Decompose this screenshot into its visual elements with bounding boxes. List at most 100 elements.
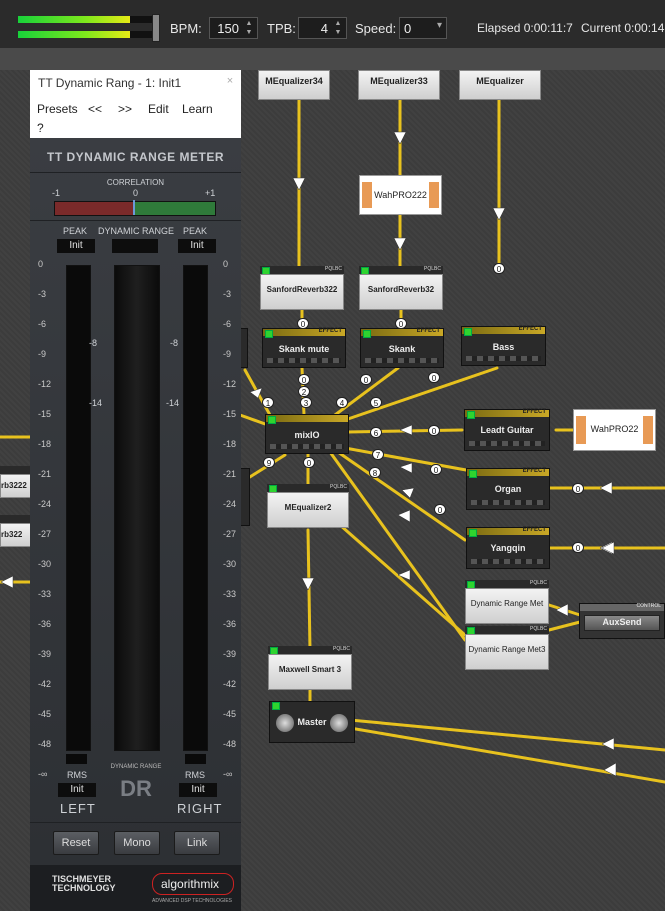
node-tag: EFFECT	[522, 409, 546, 415]
chevron-down-icon: ▾	[436, 20, 442, 31]
node-sanfordreverb322[interactable]: PQLBC SanfordReverb322	[260, 266, 344, 310]
scale-tick-right: -9	[223, 349, 232, 359]
menu-edit[interactable]: Edit	[148, 102, 169, 116]
spinner-arrows-icon[interactable]: ▲▼	[334, 20, 342, 36]
node-partial-reverb-2[interactable]: rb322	[0, 515, 32, 547]
power-led-icon[interactable]	[272, 702, 280, 710]
level-meter-right	[18, 31, 130, 38]
scale-tick-left: -18	[38, 439, 52, 449]
node-wahpro222[interactable]: WahPRO222	[359, 175, 442, 215]
node-partial-left[interactable]	[240, 328, 248, 368]
node-ports	[270, 444, 344, 449]
divider	[30, 220, 241, 221]
divider	[30, 172, 241, 173]
pin: 6	[370, 427, 382, 438]
node-label: rb322	[1, 530, 23, 539]
scale-tick-left: -6	[38, 319, 47, 329]
node-label: WahPRO222	[374, 190, 427, 200]
close-icon[interactable]: ×	[226, 75, 234, 87]
pin: 0	[428, 372, 440, 383]
node-label: Dynamic Range Met	[470, 599, 544, 608]
scale-tick-left: -12	[38, 379, 52, 389]
node-skank-mute[interactable]: EFFECT Skank mute	[262, 328, 346, 368]
plugin-title: TT Dynamic Rang - 1: Init1	[38, 76, 182, 90]
node-organ[interactable]: EFFECT Organ	[466, 468, 550, 510]
node-leadt-guitar[interactable]: EFFECT Leadt Guitar	[464, 409, 550, 451]
node-bass[interactable]: EFFECT Bass	[461, 326, 546, 366]
power-led-icon[interactable]	[265, 330, 273, 338]
menu-learn[interactable]: Learn	[182, 102, 213, 116]
node-mequalizer34[interactable]: MEqualizer34	[258, 70, 330, 100]
rms-right-label: RMS	[185, 770, 205, 780]
plugin-window[interactable]: TT Dynamic Rang - 1: Init1 × Presets << …	[30, 70, 241, 911]
node-mequalizer2[interactable]: PQLBC MEqualizer2	[267, 484, 349, 528]
pin: 0	[434, 504, 446, 515]
scale-tick-left: -24	[38, 499, 52, 509]
speaker-icon	[643, 416, 653, 444]
node-wahpro22[interactable]: WahPRO22	[573, 409, 656, 451]
node-maxwell-smart-3[interactable]: PQLBC Maxwell Smart 3	[268, 646, 352, 690]
power-led-icon[interactable]	[268, 416, 276, 424]
scale-tick-right: -18	[223, 439, 237, 449]
tpb-label: TPB:	[267, 21, 296, 36]
brand-subtitle: ADVANCED DSP TECHNOLOGIES	[152, 898, 233, 904]
node-mequalizer33[interactable]: MEqualizer33	[358, 70, 440, 100]
brand-tischmeyer: TISCHMEYER TECHNOLOGY	[52, 875, 116, 893]
node-skank[interactable]: EFFECT Skank	[360, 328, 444, 368]
pin: 0	[428, 425, 440, 436]
plugin-titlebar[interactable]: TT Dynamic Rang - 1: Init1 ×	[30, 70, 241, 94]
node-auxsend[interactable]: CONTROL AuxSend	[579, 603, 665, 639]
node-dynamic-range-met3[interactable]: PQLBC Dynamic Range Met3	[465, 626, 549, 670]
left-channel-label: LEFT	[60, 801, 96, 816]
menu-prev[interactable]: <<	[88, 102, 103, 116]
power-led-icon[interactable]	[464, 328, 472, 336]
brand-algorithmix: algorithmix	[161, 877, 220, 891]
pin: 8	[369, 467, 381, 478]
spinner-arrows-icon[interactable]: ▲▼	[245, 20, 253, 36]
node-mequalizer[interactable]: MEqualizer	[459, 70, 541, 100]
node-label: AuxSend	[602, 617, 642, 627]
node-label: MEqualizer2	[284, 503, 332, 512]
link-button[interactable]: Link	[174, 831, 220, 855]
node-mixio[interactable]: mixIO	[265, 414, 349, 454]
menu-presets[interactable]: Presets	[37, 102, 78, 116]
pin: 4	[336, 397, 348, 408]
node-master[interactable]: Master	[269, 701, 355, 743]
power-led-icon[interactable]	[469, 529, 477, 537]
speaker-icon	[429, 182, 439, 208]
brand-tischmeyer-line2: TECHNOLOGY	[52, 883, 116, 893]
corr-mid: 0	[133, 188, 139, 198]
node-tag: PQLBC	[330, 484, 347, 490]
pin: 0	[572, 483, 584, 494]
brand-algorithmix-logo: algorithmix	[152, 873, 234, 895]
mono-button[interactable]: Mono	[114, 831, 160, 855]
tpb-spinner[interactable]: 4 ▲▼	[298, 17, 347, 39]
left-marker: -8	[89, 338, 98, 348]
power-led-icon[interactable]	[363, 330, 371, 338]
tpb-value: 4	[320, 21, 328, 36]
panel-title: TT DYNAMIC RANGE METER	[47, 150, 224, 164]
sub-toolbar	[0, 48, 665, 71]
power-led-icon[interactable]	[469, 470, 477, 478]
node-sanfordreverb32[interactable]: PQLBC SanfordReverb32	[359, 266, 443, 310]
rms-left-bar	[66, 754, 87, 764]
node-dynamic-range-met[interactable]: PQLBC Dynamic Range Met	[465, 580, 549, 624]
scale-tick-left: -48	[38, 739, 52, 749]
node-tag: PQLBC	[530, 626, 547, 632]
speed-select[interactable]: 0 ▾	[399, 17, 447, 39]
rms-right-bar	[185, 754, 206, 764]
reset-button[interactable]: Reset	[53, 831, 99, 855]
pin: 1	[262, 397, 274, 408]
pin: 9	[263, 457, 275, 468]
power-led-icon[interactable]	[467, 411, 475, 419]
menu-help[interactable]: ?	[37, 121, 44, 135]
volume-slider-handle[interactable]	[152, 14, 160, 42]
node-tag: EFFECT	[416, 328, 440, 334]
node-ports	[365, 358, 439, 363]
scale-tick-right: -15	[223, 409, 237, 419]
node-tag: EFFECT	[518, 326, 542, 332]
menu-next[interactable]: >>	[118, 102, 133, 116]
bpm-spinner[interactable]: 150 ▲▼	[209, 17, 258, 39]
node-partial-reverb-1[interactable]: rb3222	[0, 466, 32, 498]
node-yangqin[interactable]: EFFECT Yangqin	[466, 527, 550, 569]
